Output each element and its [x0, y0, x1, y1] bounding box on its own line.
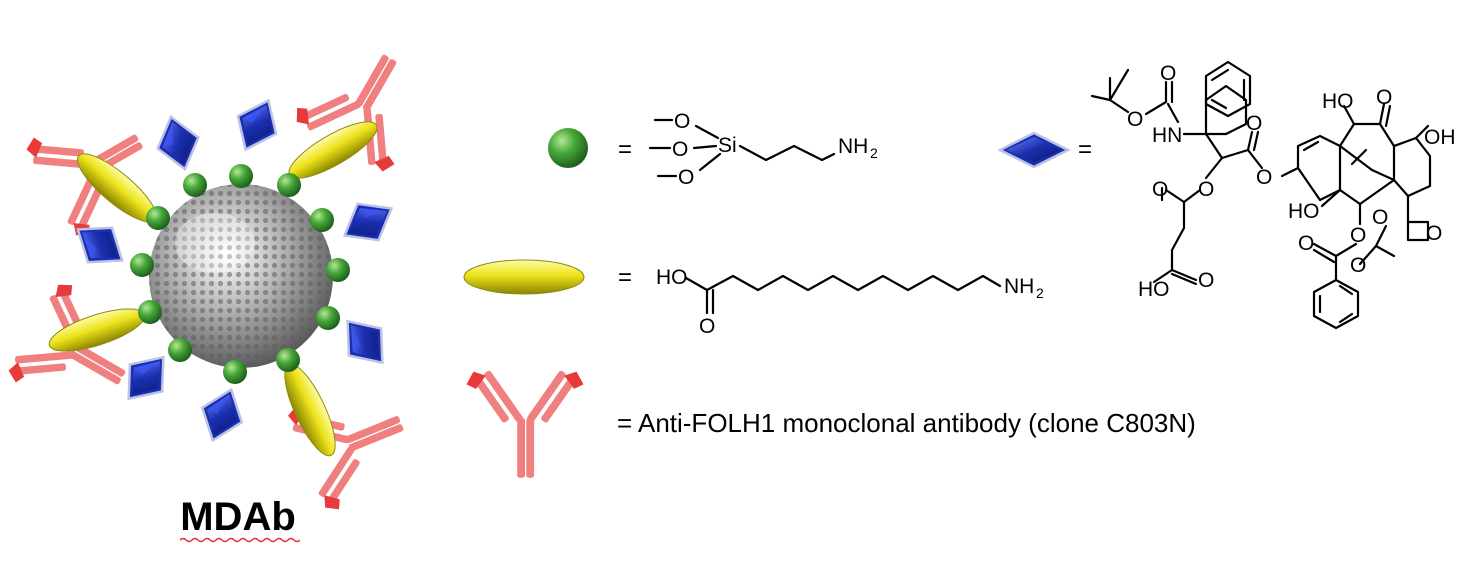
amine-sphere-icon — [130, 253, 154, 277]
oxygen-label: O — [1256, 166, 1272, 189]
equals-sign: = — [1078, 136, 1092, 163]
oxygen-label: O — [1127, 108, 1143, 131]
antibody-icon — [462, 363, 588, 478]
oxygen-label: O — [678, 166, 694, 189]
amine-sphere-icon — [168, 338, 192, 362]
drug-diamond-icon — [225, 90, 289, 160]
oxygen-label: O — [1350, 224, 1366, 247]
silica-nanoparticle-icon — [149, 184, 333, 368]
oxygen-label: O — [1372, 206, 1388, 229]
amine-sphere-icon — [277, 173, 301, 197]
legend-aptes: = O O O Si NH 2 — [548, 110, 878, 189]
amine-sphere-icon — [316, 306, 340, 330]
legend-linker: = HO O NH 2 — [463, 259, 1044, 338]
amine-sphere-icon — [146, 206, 170, 230]
amine-sphere-icon — [276, 348, 300, 372]
oxygen-label: O — [1426, 222, 1442, 245]
spellcheck-underline — [179, 537, 301, 543]
amine-sphere-icon — [183, 173, 207, 197]
amine-label: NH — [838, 135, 868, 158]
drug-diamond-icon — [149, 110, 207, 176]
oxygen-label: O — [1298, 232, 1314, 255]
antibody-icon — [0, 271, 152, 431]
oxygen-label: O — [699, 315, 715, 338]
oxygen-label: O — [1198, 178, 1214, 201]
drug-diamond-icon — [64, 211, 136, 279]
nh-label: HN — [1152, 124, 1182, 147]
nanoparticle-schematic: MDAb — [0, 28, 443, 543]
hydroxyl-label: HO — [1138, 278, 1170, 301]
hydroxyl-label: HO — [656, 266, 688, 289]
amine-sphere-icon — [138, 300, 162, 324]
figure-title: MDAb — [180, 495, 296, 539]
oxygen-label: O — [672, 138, 688, 161]
amine-sphere-icon — [223, 360, 247, 384]
drug-diamond-icon — [332, 189, 404, 255]
drug-structure: O O HN O O O — [1090, 60, 1456, 330]
linker-ellipse-icon — [463, 259, 585, 295]
linker-structure: HO O NH 2 — [656, 266, 1044, 338]
hydroxyl-label: HO — [1322, 90, 1354, 113]
equals-sign: = — [618, 136, 632, 163]
subscript-label: 2 — [870, 145, 878, 161]
equals-sign: = — [618, 264, 632, 291]
hydroxyl-label: HO — [1288, 200, 1320, 223]
amine-sphere-icon — [548, 128, 588, 168]
oxygen-label: O — [1350, 254, 1366, 277]
legend-antibody: = Anti-FOLH1 monoclonal antibody (clone … — [462, 363, 1196, 478]
oxygen-label: O — [1376, 86, 1392, 109]
amine-sphere-icon — [229, 164, 253, 188]
amine-label: NH — [1004, 275, 1034, 298]
aptes-structure: O O O Si NH 2 — [648, 110, 878, 189]
oxygen-label: O — [674, 110, 690, 133]
amine-sphere-icon — [326, 258, 350, 282]
subscript-label: 2 — [1036, 285, 1044, 301]
amine-sphere-icon — [310, 208, 334, 232]
drug-diamond-icon — [191, 381, 253, 449]
antibody-caption: = Anti-FOLH1 monoclonal antibody (clone … — [617, 408, 1196, 438]
oxygen-label: O — [1160, 62, 1176, 85]
hydroxyl-label: OH — [1424, 126, 1456, 149]
drug-diamond-icon — [330, 306, 400, 378]
oxygen-label: O — [1152, 178, 1168, 201]
drug-diamond-icon — [997, 131, 1071, 169]
oxygen-label: O — [1246, 112, 1262, 135]
oxygen-label: O — [1198, 269, 1214, 292]
legend-drug: = O O HN O — [997, 60, 1456, 330]
silicon-label: Si — [718, 134, 737, 157]
linker-ellipse-icon — [274, 357, 346, 463]
